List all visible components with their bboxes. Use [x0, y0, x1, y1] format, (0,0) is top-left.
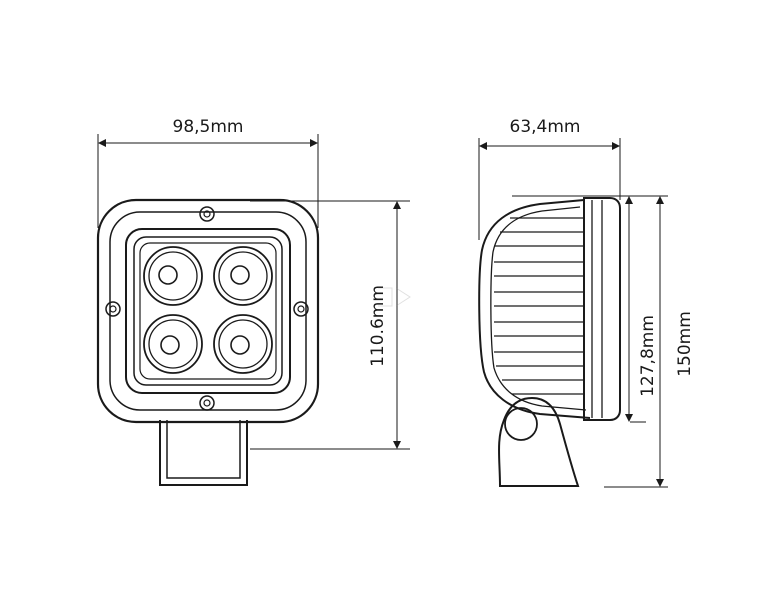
side-total-height-label: 150mm: [675, 311, 695, 377]
screw-icon: [293, 301, 309, 317]
screw-icon: [105, 301, 121, 317]
watermark-logo: [378, 287, 411, 307]
front-bracket-inner: [166, 420, 241, 479]
screw-icon: [199, 206, 215, 222]
side-depth-label: 63,4mm: [510, 117, 581, 137]
front-width-label: 98,5mm: [173, 117, 244, 137]
side-total-height-dimension: 150mm: [512, 195, 695, 488]
front-lens: [139, 242, 277, 380]
side-mount-bracket: [498, 396, 580, 487]
cooling-fins: [494, 217, 584, 395]
led-reflector: [143, 246, 203, 306]
side-mount-bolt: [504, 407, 538, 441]
front-lens-frame: [125, 228, 291, 394]
front-height-dimension: 110.6mm: [250, 200, 410, 450]
led-reflector: [213, 314, 273, 374]
side-view: [478, 197, 621, 487]
front-height-label: 110.6mm: [368, 285, 388, 367]
side-front-bezel: [583, 197, 621, 421]
side-depth-dimension: 63,4mm: [478, 117, 621, 240]
side-housing-back: [478, 199, 591, 419]
front-lens-frame-inner: [133, 236, 283, 386]
front-view: [96, 198, 320, 486]
front-width-dimension: 98,5mm: [97, 117, 319, 228]
side-body-height-dimension: 127,8mm: [625, 196, 658, 423]
screw-icon: [199, 395, 215, 411]
front-bracket: [159, 420, 248, 486]
side-body-height-label: 127,8mm: [638, 315, 658, 397]
led-reflector: [213, 246, 273, 306]
front-housing-outer: [96, 198, 320, 424]
led-reflector: [143, 314, 203, 374]
